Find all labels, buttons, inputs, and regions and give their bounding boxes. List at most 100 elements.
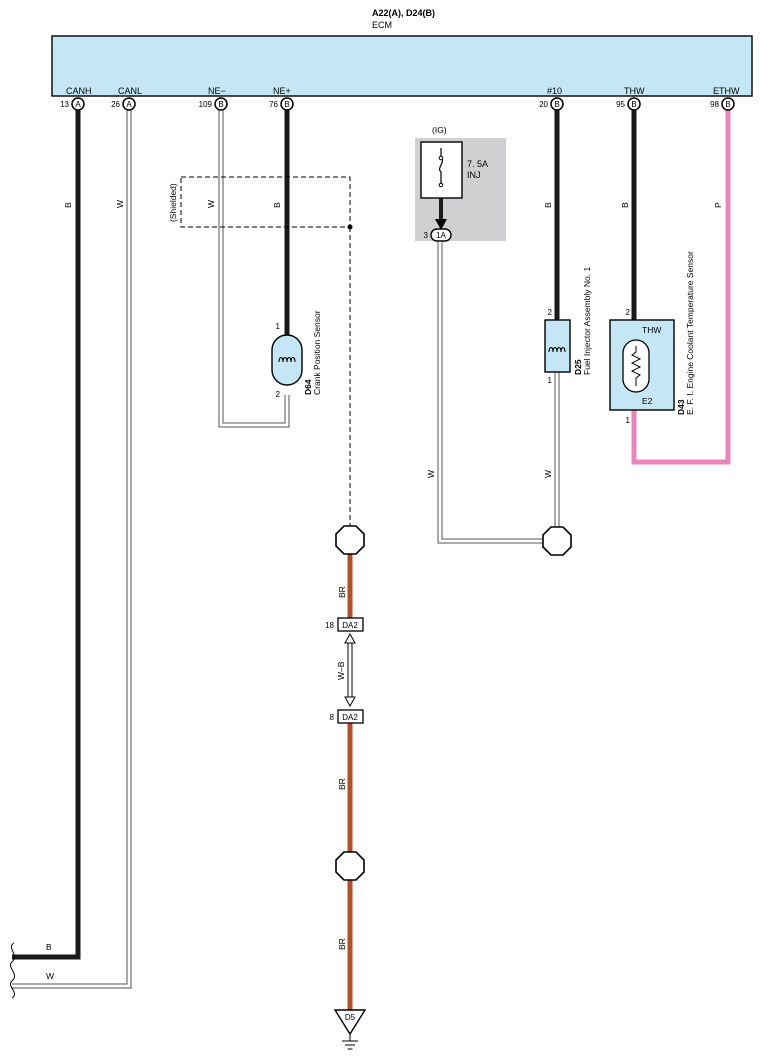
wire-canl-inner bbox=[12, 110, 131, 988]
ecm-pin-canh: A 13 bbox=[60, 97, 85, 111]
pin-conn-ne-plus: B bbox=[284, 100, 289, 109]
da2-top-pin: 18 bbox=[325, 621, 334, 630]
wire-label-shield-2: BR bbox=[337, 778, 347, 790]
pin-label-no10: #10 bbox=[547, 86, 562, 96]
pin-conn-ethw: B bbox=[725, 100, 730, 109]
pin-num-ethw: 98 bbox=[710, 100, 719, 109]
wire-canh bbox=[12, 110, 81, 960]
pin-num-canh: 13 bbox=[60, 100, 69, 109]
ecm-pin-ethw: B 98 bbox=[710, 97, 735, 111]
ecm-pin-ne-minus: B 109 bbox=[199, 97, 228, 111]
coolant-sensor-body bbox=[609, 319, 675, 411]
injector-coil-icon bbox=[548, 347, 566, 353]
pin-conn-no10: B bbox=[554, 100, 559, 109]
fuse-output-arrow bbox=[435, 219, 447, 230]
wire-label-shield-jumper: W–B bbox=[336, 661, 346, 680]
pin-label-canl: CANL bbox=[118, 86, 142, 96]
crank-sensor-name: Crank Position Sensor bbox=[312, 310, 322, 395]
wire-inj-supply-outer bbox=[437, 242, 545, 544]
wire-label-shield-3: BR bbox=[337, 938, 347, 950]
pin-label-ethw: ETHW bbox=[713, 86, 740, 96]
coolant-sensor-thermistor bbox=[622, 339, 650, 393]
coolant-sensor-e2-label: E2 bbox=[642, 396, 653, 406]
wire-inj-supply-inner bbox=[438, 242, 545, 543]
pin-num-canl: 26 bbox=[111, 100, 120, 109]
injector-pin2: 2 bbox=[548, 308, 553, 317]
coolant-sensor-pin1: 1 bbox=[626, 416, 631, 425]
ecm-pin-ne-plus: B 76 bbox=[269, 97, 294, 111]
wire-label-ne-plus: B bbox=[272, 202, 282, 208]
wire-label-ethw: P bbox=[713, 202, 723, 208]
coolant-sensor-pin2: 2 bbox=[626, 308, 631, 317]
crank-sensor-pin2: 2 bbox=[276, 390, 281, 399]
ground-icon bbox=[342, 1034, 358, 1050]
wire-label-canl: W bbox=[115, 200, 125, 208]
wire-label-inj-supply: W bbox=[426, 470, 436, 478]
pin-conn-thw: B bbox=[631, 100, 636, 109]
ground-label: D5 bbox=[345, 1013, 356, 1022]
pin-label-ne-minus: NE− bbox=[208, 86, 226, 96]
fuse-terminal-bottom bbox=[438, 182, 444, 188]
crank-sensor-pin1: 1 bbox=[276, 322, 281, 331]
da2-connector-bottom bbox=[337, 709, 364, 724]
jumper-arrow-up bbox=[344, 632, 356, 644]
da2-top-label: DA2 bbox=[342, 621, 358, 630]
pin-num-ne-minus: 109 bbox=[199, 100, 213, 109]
crank-sensor-coil-icon bbox=[278, 357, 296, 363]
wire-label-no10: B bbox=[543, 202, 553, 208]
bottom-wire-label-canl: W bbox=[46, 971, 54, 981]
bottom-wire-label-canh: B bbox=[46, 942, 52, 952]
pin-label-thw: THW bbox=[624, 86, 645, 96]
coolant-sensor-thw-label: THW bbox=[642, 325, 661, 335]
pin-conn-ne-minus: B bbox=[218, 100, 223, 109]
ecm-pin-canl: A 26 bbox=[111, 97, 136, 111]
ecm-box bbox=[51, 35, 753, 97]
ecm-pin-no10: B 20 bbox=[539, 97, 564, 111]
wire-label-shield-1: BR bbox=[337, 586, 347, 598]
fuse-name: INJ bbox=[467, 170, 481, 180]
pin-num-no10: 20 bbox=[539, 100, 548, 109]
ecm-pin-thw: B 95 bbox=[616, 97, 641, 111]
pin-conn-canh: A bbox=[75, 100, 81, 109]
splice-shield-middle bbox=[335, 851, 365, 881]
shield-box bbox=[180, 176, 351, 228]
crank-sensor-code: D64 bbox=[303, 379, 313, 395]
coolant-sensor-resistor-icon bbox=[630, 346, 642, 386]
fuse-pin-num: 3 bbox=[424, 231, 429, 240]
injector-name: Fuel Injector Assembly No. 1 bbox=[582, 267, 592, 375]
splice-shield-top bbox=[335, 525, 365, 555]
coolant-sensor-name: E. F. I. Engine Coolant Temperature Sens… bbox=[685, 251, 695, 415]
pin-label-canh: CANH bbox=[66, 86, 92, 96]
injector-body bbox=[544, 319, 571, 373]
wire-label-ne-minus: W bbox=[206, 200, 216, 208]
da2-bottom-label: DA2 bbox=[342, 713, 358, 722]
ecm-connectors-label: A22(A), D24(B) bbox=[372, 8, 435, 18]
wire-break-symbol bbox=[10, 942, 16, 999]
da2-connector-top bbox=[337, 617, 364, 632]
injector-pin1: 1 bbox=[548, 376, 553, 385]
fuse-pin-conn: 1A bbox=[436, 231, 446, 240]
da2-bottom-pin: 8 bbox=[330, 713, 335, 722]
injector-code: D25 bbox=[573, 359, 583, 375]
shielded-label: (Shielded) bbox=[168, 183, 178, 222]
fuse-pin-oval bbox=[430, 228, 452, 242]
pin-label-ne-plus: NE+ bbox=[273, 86, 291, 96]
splice-injector bbox=[542, 526, 572, 556]
coolant-sensor-code: D43 bbox=[676, 399, 686, 415]
jumper-arrow-down bbox=[344, 696, 356, 708]
wire-ne-minus-inner bbox=[219, 110, 289, 427]
wire-ethw bbox=[631, 110, 731, 465]
fuse-ig-label: (IG) bbox=[432, 125, 447, 135]
pin-num-thw: 95 bbox=[616, 100, 625, 109]
fuse-terminal-top bbox=[438, 155, 444, 161]
wire-label-canh: B bbox=[63, 202, 73, 208]
fuse-rating: 7. 5A bbox=[467, 159, 488, 169]
pin-num-ne-plus: 76 bbox=[269, 100, 278, 109]
wire-canl-outer bbox=[12, 110, 132, 989]
wire-label-thw: B bbox=[620, 202, 630, 208]
ground-triangle bbox=[333, 1009, 367, 1036]
ecm-name-label: ECM bbox=[372, 20, 392, 30]
pin-conn-canl: A bbox=[126, 100, 132, 109]
wire-label-injector-return: W bbox=[543, 470, 553, 478]
